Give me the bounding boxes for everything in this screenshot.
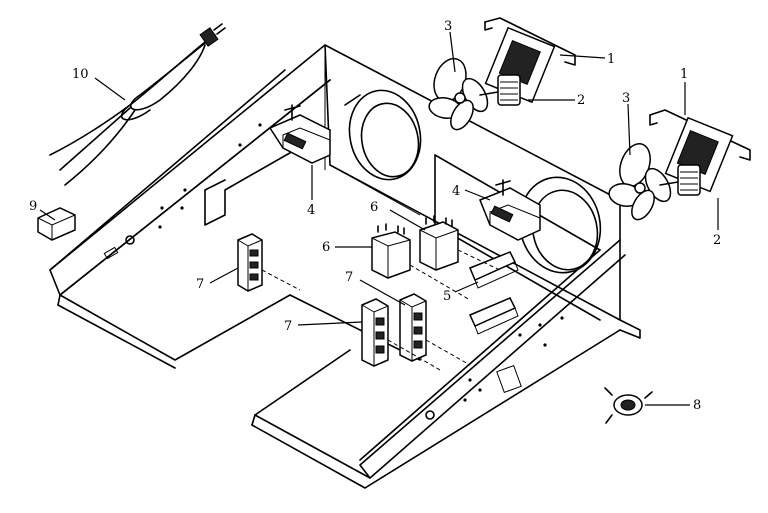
callout-4-right: 4 (452, 184, 460, 199)
callout-8: 8 (693, 398, 701, 413)
mounting-bracket-right (479, 179, 541, 241)
chassis-housing (49, 44, 641, 489)
mounting-plate-lower (468, 297, 519, 335)
callout-9: 9 (29, 199, 37, 214)
power-cord (49, 23, 226, 186)
callout-6-lower: 6 (322, 240, 330, 255)
terminal-block-center (361, 298, 389, 367)
mounting-bracket-left (268, 104, 331, 164)
mounting-holes (103, 123, 564, 420)
rear-blower-opening-left (344, 89, 422, 181)
fan-blade-right (608, 143, 672, 221)
fan-motor-right (649, 109, 751, 196)
door-switch (37, 207, 76, 241)
callout-leader-lines (39, 31, 719, 406)
callout-10: 10 (72, 67, 89, 82)
fan-blade-left (428, 57, 489, 131)
callout-2-left: 2 (577, 93, 585, 108)
callout-labels: 1 1 2 2 3 3 4 4 5 6 6 7 7 7 8 9 10 (29, 19, 721, 413)
callout-4-left: 4 (307, 203, 315, 218)
terminal-block-left (237, 233, 263, 292)
callout-2-right: 2 (713, 233, 721, 248)
callout-3-left: 3 (444, 19, 452, 34)
relay-module-left (371, 223, 411, 279)
callout-7-lower: 7 (284, 319, 292, 334)
callout-5: 5 (443, 289, 451, 304)
callout-3-right: 3 (622, 91, 630, 106)
terminal-block-right (399, 293, 427, 362)
callout-7-left: 7 (196, 277, 204, 292)
relay-module-right (419, 215, 459, 271)
thermostat-part (604, 387, 653, 424)
fan-motor-left (479, 17, 576, 106)
callout-6-upper: 6 (370, 200, 378, 215)
assembly-guide-lines (261, 249, 501, 371)
callout-1-left: 1 (607, 52, 615, 67)
callout-7-center: 7 (345, 270, 353, 285)
callout-1-right: 1 (680, 67, 688, 82)
